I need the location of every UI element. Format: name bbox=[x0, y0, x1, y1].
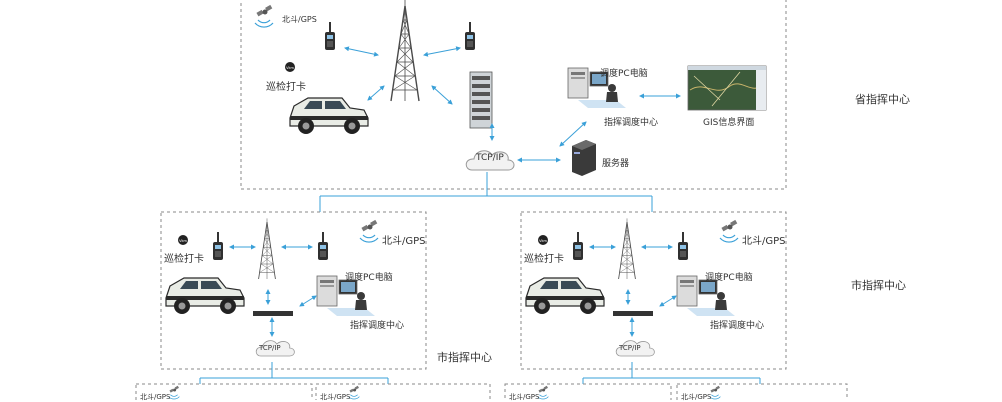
county2-satellite-label: 北斗/GPS bbox=[320, 393, 351, 401]
city1-dispatch-pc-label: 调度PC电脑 bbox=[345, 273, 393, 283]
city1-patrol-tag-icon bbox=[178, 235, 188, 245]
gis-label: GIS信息界面 bbox=[703, 118, 755, 128]
city1-radio-right-icon bbox=[318, 232, 328, 260]
city1-center-label: 市指挥中心 bbox=[437, 351, 492, 364]
city1-tcpip-label: TCP/IP bbox=[259, 344, 281, 352]
city1-tower-icon bbox=[258, 217, 276, 280]
city2-dispatch-center-label: 指挥调度中心 bbox=[710, 321, 765, 331]
city2-region-border bbox=[520, 211, 787, 370]
city2-patrol-tag-icon bbox=[538, 235, 548, 245]
province-patrol-tag-icon bbox=[285, 62, 295, 72]
city2-switch-icon bbox=[613, 311, 653, 316]
city1-region-border bbox=[160, 211, 427, 370]
city2-vehicle-icon bbox=[525, 277, 605, 315]
province-tower-icon bbox=[390, 0, 420, 102]
city2-satellite-label: 北斗/GPS bbox=[742, 236, 786, 247]
province-dispatch-center-label: 指挥调度中心 bbox=[604, 118, 659, 128]
city2-radio-left-icon bbox=[573, 232, 583, 260]
city2-patrol-label: 巡检打卡 bbox=[524, 254, 564, 265]
province-server-label: 服务器 bbox=[602, 159, 630, 169]
city2-tower-icon bbox=[618, 217, 636, 280]
county1-satellite-label: 北斗/GPS bbox=[140, 393, 171, 401]
province-patrol-label: 巡检打卡 bbox=[266, 82, 306, 93]
city1-dispatch-center-label: 指挥调度中心 bbox=[350, 321, 405, 331]
province-center-label: 省指挥中心 bbox=[855, 93, 910, 106]
province-satellite-label: 北斗/GPS bbox=[282, 15, 317, 24]
province-radio-right-icon bbox=[465, 22, 475, 50]
city1-satellite-icon bbox=[359, 219, 379, 243]
province-satellite-icon bbox=[254, 4, 274, 28]
city1-vehicle-icon bbox=[165, 277, 245, 315]
city2-tcpip-label: TCP/IP bbox=[619, 344, 641, 352]
city1-switch-icon bbox=[253, 311, 293, 316]
city1-radio-left-icon bbox=[213, 232, 223, 260]
province-server-icon bbox=[572, 140, 596, 176]
county3-satellite-label: 北斗/GPS bbox=[509, 393, 540, 401]
province-dispatch-pc-label: 调度PC电脑 bbox=[600, 69, 648, 79]
city1-satellite-label: 北斗/GPS bbox=[382, 236, 426, 247]
city2-center-label: 市指挥中心 bbox=[851, 279, 906, 292]
province-rack-icon bbox=[469, 71, 493, 129]
city2-dispatch-pc-label: 调度PC电脑 bbox=[705, 273, 753, 283]
province-vehicle-icon bbox=[289, 97, 369, 135]
county1-region-border bbox=[135, 383, 313, 400]
county3-region-border bbox=[504, 383, 672, 400]
province-region-border bbox=[240, 0, 787, 190]
city2-radio-right-icon bbox=[678, 232, 688, 260]
county4-region-border bbox=[676, 383, 848, 400]
gis-screen-icon bbox=[687, 65, 767, 111]
city2-satellite-icon bbox=[719, 219, 739, 243]
county4-satellite-label: 北斗/GPS bbox=[681, 393, 712, 401]
county2-region-border bbox=[315, 383, 491, 400]
province-radio-left-icon bbox=[325, 22, 335, 50]
province-tcpip-label: TCP/IP bbox=[476, 153, 504, 163]
city1-patrol-label: 巡检打卡 bbox=[164, 254, 204, 265]
